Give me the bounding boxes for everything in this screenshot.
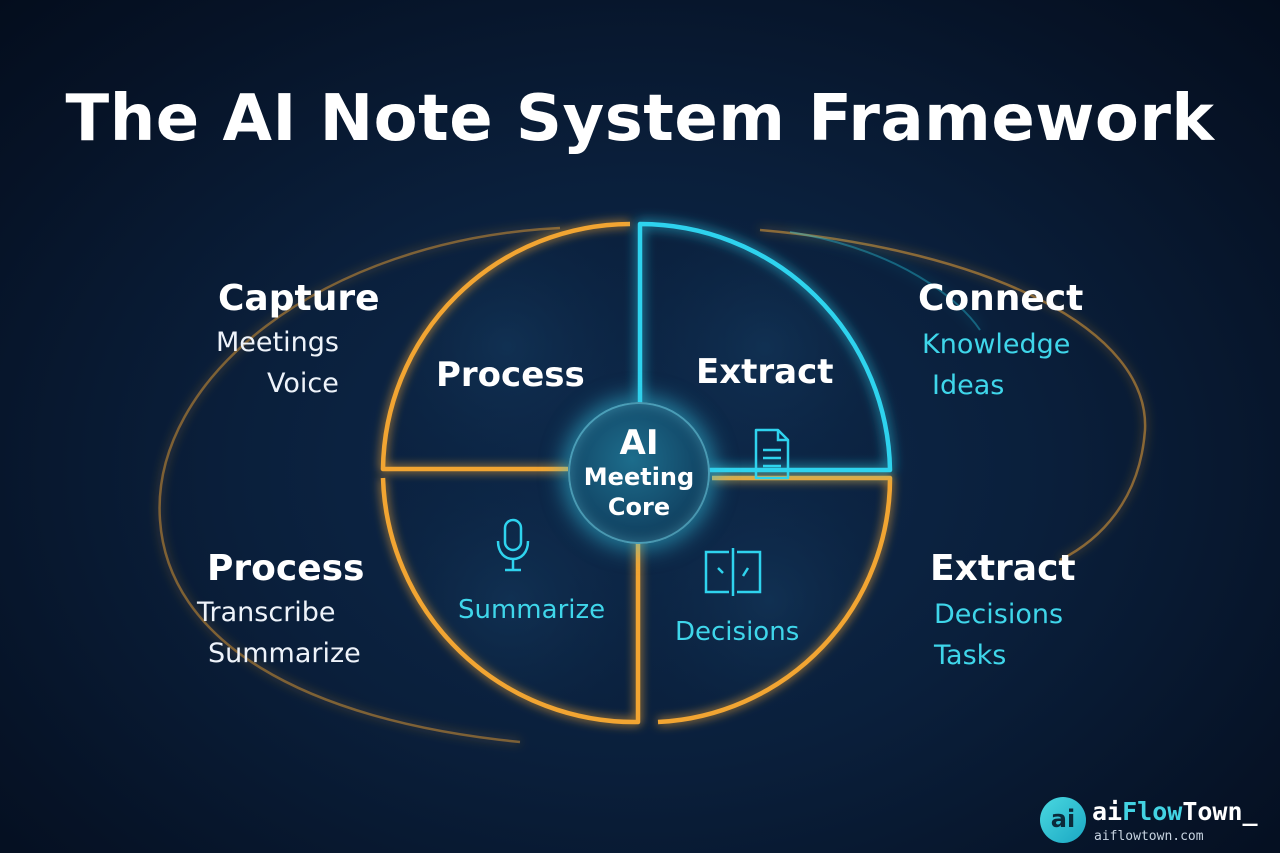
logo-url: aiflowtown.com <box>1094 829 1204 844</box>
side-extract-title: Extract <box>930 548 1076 589</box>
side-capture-item: Voice <box>267 368 339 399</box>
microphone-icon <box>496 518 530 572</box>
orbit-arc-right-cyan <box>789 231 981 331</box>
logo-suffix: Town_ <box>1182 797 1258 826</box>
logo-accent: Flow <box>1122 797 1183 826</box>
side-process-item: Summarize <box>208 638 361 669</box>
side-process-title: Process <box>207 548 365 589</box>
quadrant-bottom-left <box>380 477 641 725</box>
quadrant-label-summarize: Summarize <box>458 595 606 625</box>
ai-meeting-core: AI Meeting Core <box>568 402 710 544</box>
logo-badge-icon: ai <box>1040 797 1086 843</box>
logo-prefix: ai <box>1092 797 1123 826</box>
side-process-item: Transcribe <box>197 597 336 628</box>
quadrant-top-right <box>637 221 893 473</box>
side-process: Process Transcribe Summarize <box>197 548 365 669</box>
document-icon <box>754 428 790 480</box>
aiflowtown-logo: ai aiFlowTown_ aiflowtown.com <box>1036 795 1276 847</box>
side-extract-item: Decisions <box>934 599 1064 630</box>
side-extract-item: Tasks <box>934 640 1007 671</box>
side-connect-item: Knowledge <box>922 329 1071 360</box>
quadrant-label-process: Process <box>436 355 585 395</box>
core-line-1: AI <box>619 423 659 463</box>
orbit-arc-right <box>759 228 1147 562</box>
quadrant-label-decisions: Decisions <box>675 617 800 647</box>
quadrant-top-left <box>380 221 631 472</box>
core-line-3: Core <box>607 493 671 521</box>
quadrant-bottom-right <box>657 475 893 725</box>
split-panel-icon <box>704 548 762 596</box>
side-capture-item: Meetings <box>216 327 339 358</box>
side-capture-title: Capture <box>218 278 380 319</box>
side-connect-title: Connect <box>918 278 1084 319</box>
logo-wordmark: aiFlowTown_ <box>1092 797 1258 826</box>
side-connect-item: Ideas <box>932 370 1005 401</box>
core-line-2: Meeting <box>583 463 695 491</box>
quadrant-label-extract: Extract <box>696 352 834 392</box>
side-extract: Extract Decisions Tasks <box>930 548 1076 671</box>
side-capture: Capture Meetings Voice <box>216 278 380 399</box>
page-title: The AI Note System Framework <box>65 82 1215 156</box>
side-connect: Connect Knowledge Ideas <box>918 278 1083 401</box>
orbit-arc-left <box>158 226 561 744</box>
